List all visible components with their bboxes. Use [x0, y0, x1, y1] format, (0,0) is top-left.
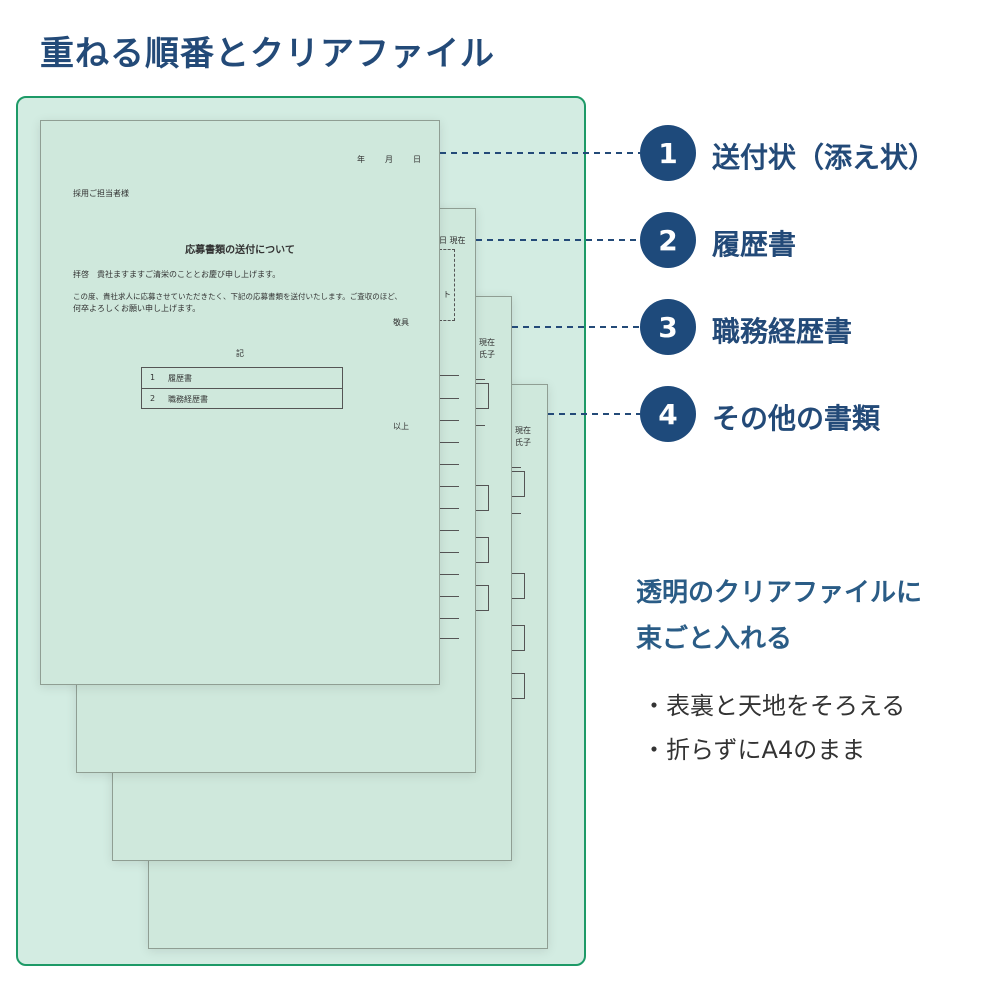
- cover-date: 年 月 日: [357, 155, 427, 164]
- cover-row-name: 職務経歴書: [168, 395, 208, 404]
- cover-closing: 敬具: [393, 318, 409, 327]
- cover-enclosure-table: 1 履歴書 2 職務経歴書: [141, 367, 343, 409]
- other-peek-text-a: 現在: [515, 426, 531, 435]
- note-bullet-1: ・表裏と天地をそろえる: [642, 692, 906, 720]
- other-line: [511, 467, 521, 468]
- badge-1: 1: [640, 125, 696, 181]
- badge-3: 3: [640, 299, 696, 355]
- label-cover-letter: 送付状（添え状）: [712, 141, 937, 174]
- cover-addressee: 採用ご担当者様: [73, 189, 129, 198]
- cover-para2a: この度、貴社求人に応募させていただきたく、下記の応募書類を送付いたします。ご査収…: [73, 292, 402, 301]
- page-title: 重ねる順番とクリアファイル: [40, 34, 495, 74]
- note-line-2: 束ごと入れる: [636, 624, 793, 654]
- badge-4: 4: [640, 386, 696, 442]
- resume-peek-date: 日 現在: [439, 236, 466, 245]
- cover-para2b: 何卒よろしくお願い申し上げます。: [73, 304, 201, 313]
- label-other-documents: その他の書類: [712, 402, 881, 435]
- career-peek-text-a: 現在: [479, 338, 495, 347]
- cover-para1: 拝啓 貴社ますますご清栄のこととお慶び申し上げます。: [73, 270, 281, 279]
- cover-ki: 記: [236, 349, 244, 358]
- note-line-1: 透明のクリアファイルに: [636, 578, 923, 608]
- career-line: [475, 425, 485, 426]
- cover-row-no: 2: [150, 394, 156, 403]
- career-peek-text-b: 氏子: [479, 350, 495, 359]
- badge-2: 2: [640, 212, 696, 268]
- note-bullet-2: ・折らずにA4のまま: [642, 736, 866, 764]
- label-resume: 履歴書: [712, 228, 797, 261]
- career-line: [475, 379, 485, 380]
- cover-row-no: 1: [150, 373, 156, 382]
- other-line: [511, 513, 521, 514]
- resume-peek-mark: ト: [443, 290, 451, 299]
- sheet-cover-letter: 年 月 日 採用ご担当者様 応募書類の送付について 拝啓 貴社ますますご清栄のこ…: [40, 120, 440, 685]
- cover-end: 以上: [393, 422, 409, 431]
- cover-heading: 応募書類の送付について: [185, 245, 295, 256]
- other-peek-text-b: 氏子: [515, 438, 531, 447]
- cover-row-name: 履歴書: [168, 374, 192, 383]
- label-career-history: 職務経歴書: [712, 315, 853, 348]
